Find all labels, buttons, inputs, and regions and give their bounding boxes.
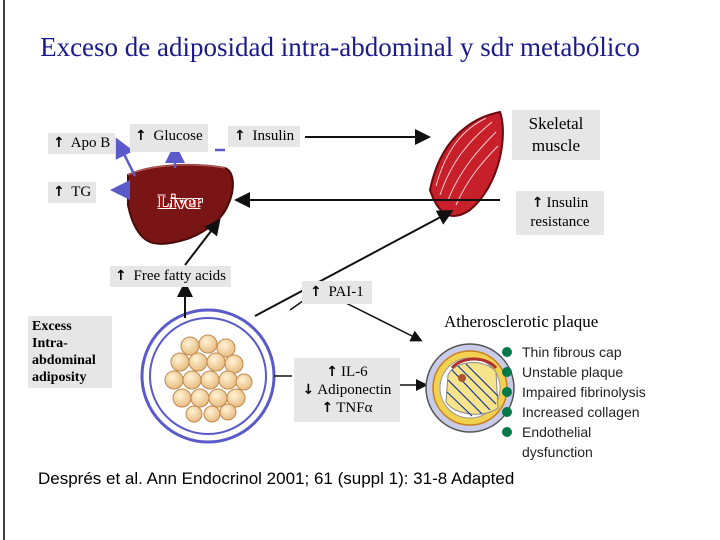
pai1-label: PAI-1 [302,281,372,304]
il6-text: IL-6 [341,364,368,380]
skeletal-muscle-label: Skeletal muscle [512,110,600,160]
list-item: Thin fibrous cap [500,342,680,362]
cytokine-box: IL-6 Adiponectin TNFα [294,358,400,422]
plaque-features: Thin fibrous cap Unstable plaque Impaire… [500,342,680,462]
pai1-text: PAI-1 [328,284,364,300]
plaque-vessel [425,343,515,433]
plaque-features-list: Thin fibrous cap Unstable plaque Impaire… [500,342,680,462]
liver-to-apob-arrow [115,137,137,177]
il6-line: IL-6 [296,363,398,381]
plaque-title: Atherosclerotic plaque [444,312,599,331]
pai-to-plaque-arrow [339,299,423,342]
bullet-icon [502,347,512,357]
ffa-to-liver-arrow [184,218,221,266]
plaque-item-text: Impaired fibrinolysis [522,384,646,400]
liver-label: Liver [158,192,203,213]
muscle-shape [428,110,504,217]
insulin-text: Insulin [252,128,295,144]
adiponectin-text: Adiponectin [317,382,392,398]
tg-text: TG [71,184,92,200]
adipose-to-muscle-arrow [254,210,454,317]
list-item: Endothelial dysfunction [500,422,652,462]
apob-text: Apo B [70,135,111,151]
list-item: Increased collagen [500,402,680,422]
list-item: Impaired fibrinolysis [500,382,680,402]
bullet-icon [502,427,512,437]
tnf-line: TNFα [296,399,398,417]
plaque-item-text: Endothelial dysfunction [522,424,593,460]
insulin-resistance-label: Insulin resistance [516,191,604,235]
tg-label: TG [48,182,97,203]
adipose-tissue [140,308,276,444]
adiponectin-line: Adiponectin [296,381,398,399]
page-title: Exceso de adiposidad intra-abdominal y s… [40,32,640,62]
glucose-label: Glucose [130,124,208,152]
citation: Després et al. Ann Endocrinol 2001; 61 (… [38,469,515,488]
excess-adiposity-label: Excess Intra-abdominal adiposity [28,316,112,388]
bullet-icon [502,387,512,397]
bullet-icon [502,367,512,377]
plaque-item-text: Increased collagen [522,404,640,420]
tnf-text: TNFα [336,400,373,416]
plaque-item-text: Unstable plaque [522,364,624,380]
bullet-icon [502,407,512,417]
list-item: Unstable plaque [500,362,680,382]
apob-label: Apo B [48,133,116,154]
ffa-label: Free fatty acids [110,266,231,287]
glucose-text: Glucose [153,128,203,144]
ffa-text: Free fatty acids [133,268,226,284]
insulin-resistance-text: Insulin resistance [530,195,589,230]
plaque-item-text: Thin fibrous cap [522,344,622,360]
insulin-label: Insulin [228,126,301,147]
